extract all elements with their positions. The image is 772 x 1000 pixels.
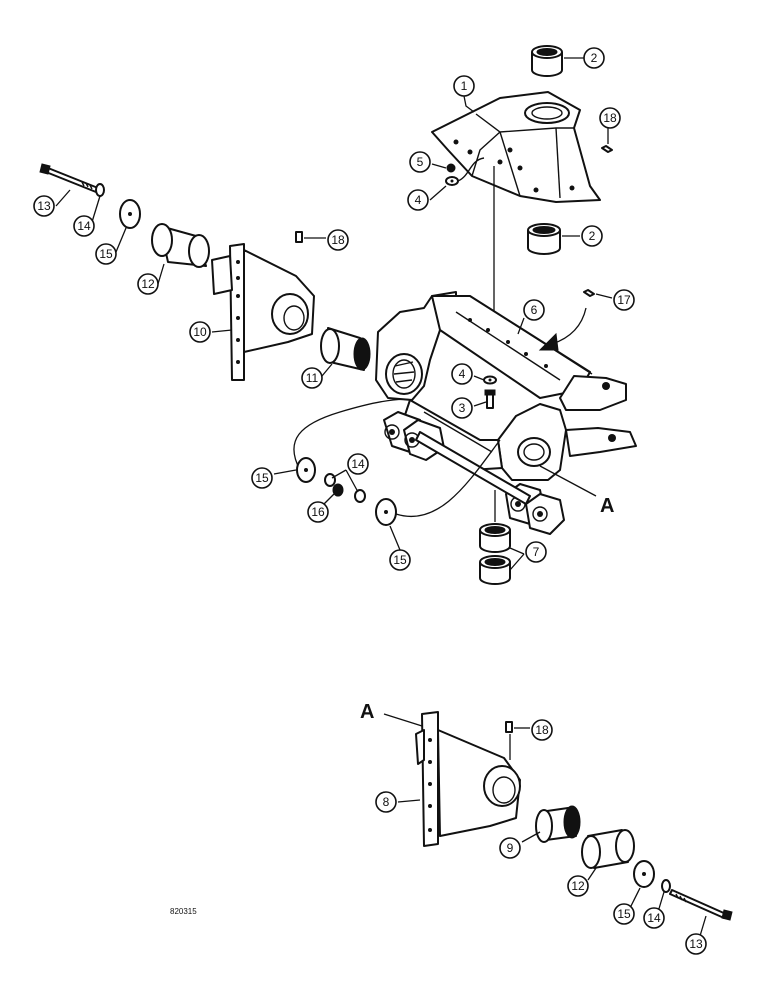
svg-text:12: 12 — [141, 277, 155, 291]
callout-14-bottom: 14 — [643, 907, 665, 929]
svg-text:6: 6 — [531, 303, 538, 317]
svg-text:17: 17 — [617, 293, 631, 307]
svg-text:13: 13 — [37, 199, 51, 213]
callout-2-bottom: 2 — [581, 225, 603, 247]
svg-text:14: 14 — [647, 911, 661, 925]
svg-text:2: 2 — [589, 229, 596, 243]
callout-15-left: 15 — [95, 243, 117, 265]
callout-8: 8 — [375, 791, 397, 813]
nut-and-washer-top — [445, 157, 485, 186]
callout-18-top: 18 — [599, 107, 621, 129]
bolt-13-bottom — [669, 889, 733, 921]
main-frame — [375, 291, 637, 535]
drawing-code: 820315 — [170, 907, 197, 916]
callout-13-bottom: 13 — [685, 933, 707, 955]
upper-bushing-top — [531, 45, 563, 77]
spacer-sleeve-12-bottom — [581, 829, 635, 869]
svg-text:4: 4 — [415, 193, 422, 207]
svg-text:4: 4 — [459, 367, 466, 381]
callout-6: 6 — [523, 299, 545, 321]
svg-text:18: 18 — [603, 111, 617, 125]
grease-fitting-bottom — [505, 721, 513, 733]
svg-text:18: 18 — [535, 723, 549, 737]
svg-text:15: 15 — [393, 553, 407, 567]
callout-16: 16 — [307, 501, 329, 523]
svg-text:11: 11 — [306, 371, 319, 385]
callout-leaders — [55, 57, 707, 937]
top-mount-bracket — [431, 91, 601, 203]
callout-15-bottom: 15 — [613, 903, 635, 925]
bolt-13-left — [39, 163, 99, 193]
lower-bushings-7 — [479, 490, 511, 585]
callout-14-left: 14 — [73, 215, 95, 237]
svg-text:14: 14 — [77, 219, 91, 233]
svg-text:15: 15 — [255, 471, 269, 485]
svg-text:15: 15 — [99, 247, 113, 261]
callout-12-left: 12 — [137, 273, 159, 295]
callout-14-mid: 14 — [347, 453, 369, 475]
callout-17: 17 — [613, 289, 635, 311]
svg-text:1: 1 — [461, 79, 468, 93]
ref-letter-A-bottom: A — [360, 701, 374, 723]
svg-text:15: 15 — [617, 907, 631, 921]
flat-washer-15-left — [119, 199, 141, 229]
callout-18-bottom: 18 — [531, 719, 553, 741]
bushing-9 — [535, 805, 581, 843]
callout-4-mid: 4 — [451, 363, 473, 385]
callout-4-top: 4 — [407, 189, 429, 211]
callout-3: 3 — [451, 397, 473, 419]
ref-A-leader-bottom — [383, 713, 423, 727]
callout-1: 1 — [453, 75, 475, 97]
svg-text:13: 13 — [689, 937, 703, 951]
svg-text:12: 12 — [571, 879, 585, 893]
svg-text:3: 3 — [459, 401, 466, 415]
grease-fitting-top — [601, 145, 613, 153]
mount-bracket-8 — [415, 711, 521, 847]
callout-9: 9 — [499, 837, 521, 859]
svg-text:7: 7 — [533, 545, 540, 559]
callout-15-mid: 15 — [389, 549, 411, 571]
callout-7: 7 — [525, 541, 547, 563]
callout-5: 5 — [409, 151, 431, 173]
callout-13-left: 13 — [33, 195, 55, 217]
svg-text:9: 9 — [507, 841, 514, 855]
svg-text:18: 18 — [331, 233, 345, 247]
grease-fitting-left — [295, 231, 303, 243]
lock-washer-14-left — [95, 183, 105, 197]
flat-washer-15-bottom — [633, 860, 655, 888]
bolt-and-washer-mid — [483, 375, 497, 409]
callout-12-bottom: 12 — [567, 875, 589, 897]
mount-bracket-10 — [211, 243, 315, 381]
svg-text:10: 10 — [193, 325, 207, 339]
callout-18-left: 18 — [327, 229, 349, 251]
callout-15-mid-left: 15 — [251, 467, 273, 489]
callout-10: 10 — [189, 321, 211, 343]
grease-fitting-17 — [583, 289, 595, 297]
ref-letter-A-top: A — [600, 495, 614, 517]
svg-text:2: 2 — [591, 51, 598, 65]
bushing-11 — [320, 327, 371, 371]
lock-washer-14-bottom — [661, 879, 671, 893]
svg-text:8: 8 — [383, 795, 390, 809]
svg-text:14: 14 — [351, 457, 365, 471]
ref-A-leader-top — [539, 465, 597, 497]
callout-11: 11 — [301, 367, 323, 389]
svg-text:5: 5 — [417, 155, 424, 169]
spacer-sleeve-12-left — [151, 223, 210, 268]
upper-bushing-bottom — [527, 223, 561, 255]
svg-text:16: 16 — [311, 505, 325, 519]
frame-arrow — [538, 307, 587, 351]
callout-2-top: 2 — [583, 47, 605, 69]
